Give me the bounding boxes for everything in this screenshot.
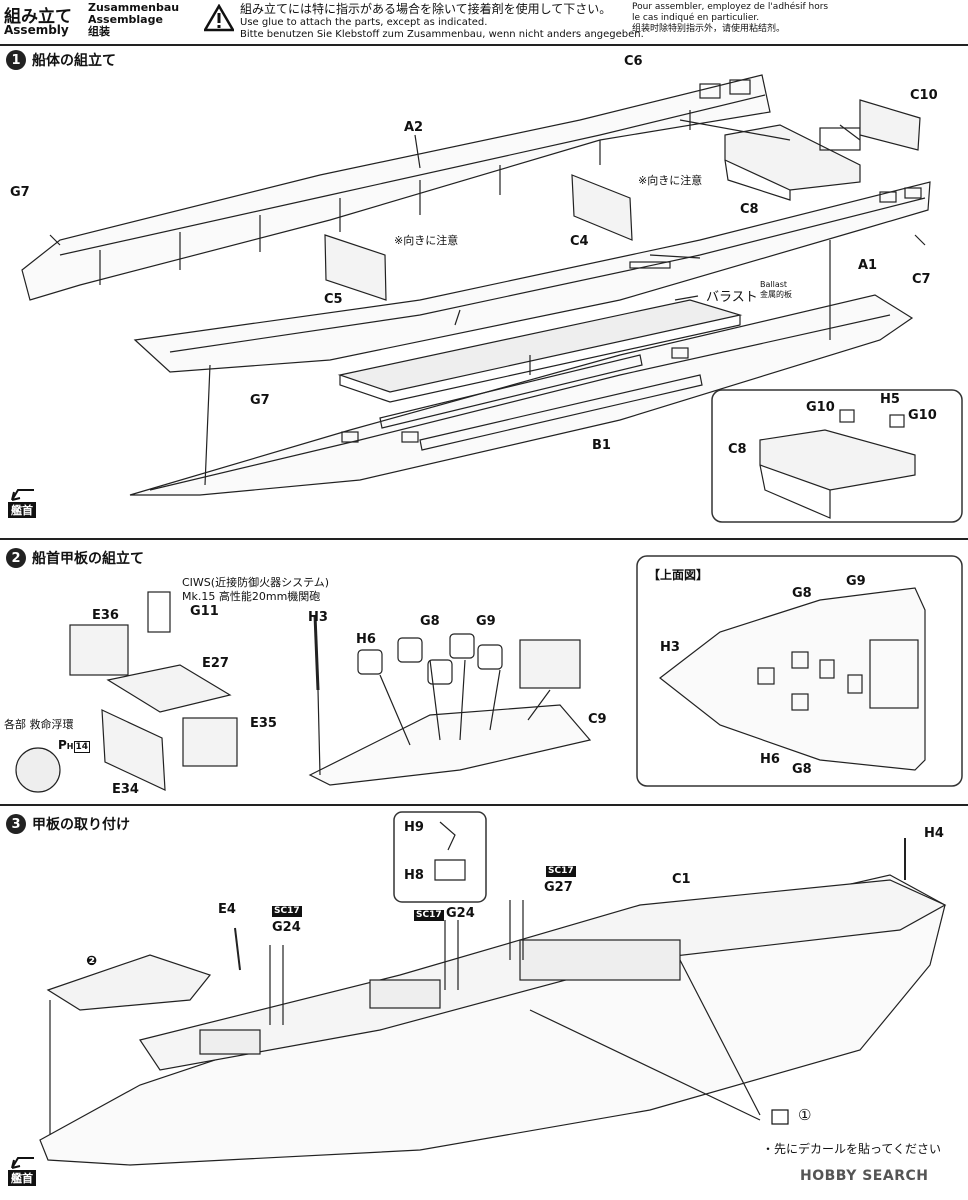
step1-rule — [0, 538, 968, 540]
label-topview-g9: G9 — [846, 574, 866, 589]
lifebuoy-shape — [15, 747, 61, 793]
label-g8: G8 — [420, 614, 440, 629]
label-h5: H5 — [880, 392, 900, 407]
label-c10: C10 — [910, 88, 938, 103]
label-h8: H8 — [404, 868, 424, 883]
label-g27: G27 — [544, 880, 573, 895]
label-g24-left: G24 — [272, 920, 301, 935]
label-a2: A2 — [404, 120, 424, 135]
label-g10-left: G10 — [806, 400, 835, 415]
ballast-plate — [337, 299, 743, 403]
label-topview-g8-top: G8 — [792, 586, 812, 601]
bow-indicator-3: 艦首 — [8, 1156, 36, 1186]
label-g7-upper: G7 — [10, 185, 30, 200]
label-h4: H4 — [924, 826, 944, 841]
label-c4: C4 — [570, 234, 589, 249]
hull-half-a1 — [133, 181, 931, 373]
label-c1: C1 — [672, 872, 691, 887]
title-en: Assembly — [4, 23, 69, 37]
caution-c4: ※向きに注意 — [638, 174, 703, 187]
label-topview-g8-bottom: G8 — [792, 762, 812, 777]
ciws-caption-2: Mk.15 高性能20mm機関砲 — [182, 590, 321, 603]
label-h6: H6 — [356, 632, 376, 647]
bow-arrow-icon — [11, 1157, 34, 1169]
sc17-badge-g24-right: SC17 — [414, 910, 444, 921]
ciws-g11-shape — [147, 591, 171, 633]
label-g9: G9 — [476, 614, 496, 629]
label-e36: E36 — [92, 608, 119, 623]
header-rule — [0, 44, 968, 46]
watermark: HOBBY SEARCH — [800, 1168, 929, 1184]
label-h3: H3 — [308, 610, 328, 625]
decal-badge: D — [776, 1110, 786, 1123]
label-c8-inset: C8 — [728, 442, 747, 457]
glue-note-fr: Pour assembler, employez de l'adhésif ho… — [632, 2, 829, 34]
part-e35-shape — [182, 717, 238, 767]
top-view-title: 【上面図】 — [648, 568, 709, 582]
label-c5: C5 — [324, 292, 343, 307]
ciws-caption-1: CIWS(近接防御火器システム) — [182, 576, 330, 589]
label-h9: H9 — [404, 820, 424, 835]
title-multilang: Zusammenbau Assemblage 组装 — [88, 1, 180, 38]
part-c4-shape — [571, 174, 633, 241]
bow-section-c8 — [724, 124, 861, 201]
glue-note: 組み立てには特に指示がある場合を除いて接着剤を使用して下さい。 Use glue… — [240, 2, 644, 40]
label-c8-upper: C8 — [740, 202, 759, 217]
bow-arrow-icon — [11, 489, 34, 501]
sc17-badge-g24-left: SC17 — [272, 906, 302, 917]
label-e4: E4 — [218, 902, 236, 917]
warning-icon — [204, 4, 234, 32]
label-subassembly-2: ❷ — [86, 954, 98, 969]
part-c5-shape — [324, 234, 387, 301]
label-topview-h6: H6 — [760, 752, 780, 767]
sc17-badge-g27: SC17 — [546, 866, 576, 877]
label-c7: C7 — [912, 272, 931, 287]
title-jp: 組み立て — [4, 7, 72, 27]
label-topview-h3: H3 — [660, 640, 680, 655]
bow-indicator-1: 艦首 — [8, 488, 36, 518]
label-g10-right: G10 — [908, 408, 937, 423]
label-ballast-jp: バラスト — [706, 290, 758, 305]
part-c10-shape — [859, 99, 921, 151]
label-g11: G11 — [190, 604, 219, 619]
label-a1: A1 — [858, 258, 878, 273]
label-g24-right: G24 — [446, 906, 475, 921]
label-c9: C9 — [588, 712, 607, 727]
label-g7-lower: G7 — [250, 393, 270, 408]
decal-note: ・先にデカールを貼ってください — [762, 1142, 942, 1156]
label-b1: B1 — [592, 438, 611, 453]
label-ballast-cn: 金属的板 — [760, 290, 792, 299]
page-header: 組み立て Assembly Zusammenbau Assemblage 组装 … — [0, 0, 968, 44]
label-ballast-en: Ballast — [760, 280, 788, 289]
label-e27: E27 — [202, 656, 229, 671]
part-e27-shape — [106, 664, 232, 713]
label-e34: E34 — [112, 782, 139, 797]
lifebuoy-caption: 各部 救命浮環 — [4, 718, 74, 731]
part-e34-shape — [101, 709, 166, 791]
label-e35: E35 — [250, 716, 277, 731]
bow-deck-c9 — [308, 704, 592, 786]
part-e36-shape — [69, 624, 129, 676]
label-c6: C6 — [624, 54, 643, 69]
step2-rule — [0, 804, 968, 806]
bow-subassembly — [46, 954, 212, 1011]
hull-half-a2 — [21, 74, 771, 301]
caution-c5: ※向きに注意 — [394, 234, 459, 247]
hull-bottom-b1 — [129, 294, 914, 496]
decal-number: ① — [798, 1106, 812, 1124]
